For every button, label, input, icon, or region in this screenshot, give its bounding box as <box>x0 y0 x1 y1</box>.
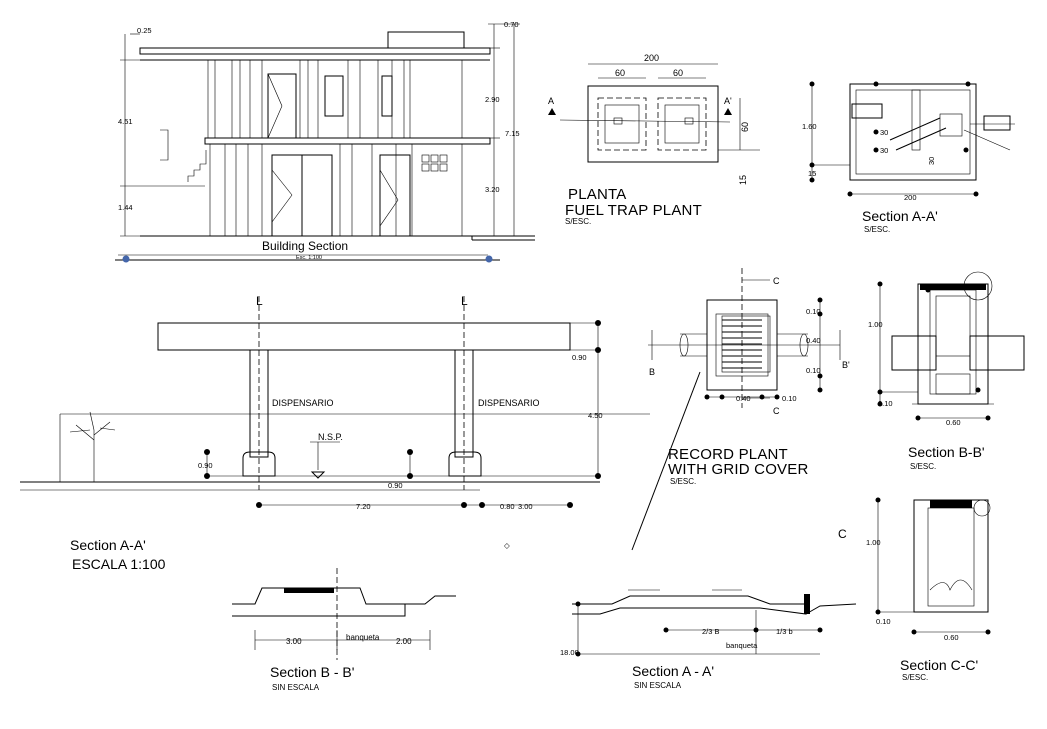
main-section: L L N.S.P. DISPENSARIO DISPENSARIO 0.90 … <box>20 294 650 572</box>
building-section-title: Building Section <box>262 239 348 253</box>
marker-c-top: C <box>773 276 780 286</box>
aa-dim-30c: 30 <box>927 157 936 165</box>
dim-top-left: 0.25 <box>137 26 152 35</box>
fuel-trap-title-2: FUEL TRAP PLANT <box>565 202 702 219</box>
aa-bottom-left: 18.00 <box>560 648 579 657</box>
marker-b-left: B <box>649 367 655 377</box>
main-section-scale: ESCALA 1:100 <box>72 556 166 572</box>
dim-r2: 7.15 <box>505 129 520 138</box>
rp-dim-d5: 0.10 <box>782 394 797 403</box>
aa-dim-low: 15 <box>808 169 816 178</box>
dim-side: 60 <box>740 122 750 132</box>
section-bb-bottom-title: Section B - B' <box>270 664 354 680</box>
dim-r1: 2.90 <box>485 95 500 104</box>
section-cc-scale: S/ESC. <box>902 673 928 682</box>
section-bb-bottom-scale: SIN ESCALA <box>272 683 320 692</box>
axis-left: L <box>256 294 263 308</box>
axis-right: L <box>461 294 468 308</box>
nsp-label: N.S.P. <box>318 432 343 442</box>
section-bb-bottom: 3.00 banqueta 2.00 Section B - B' SIN ES… <box>232 568 456 692</box>
marker-a-left: A <box>548 96 554 106</box>
record-plant-title-1: RECORD PLANT <box>668 446 788 463</box>
dispensario-right: DISPENSARIO <box>478 398 540 408</box>
dim-h2: 1.44 <box>118 203 133 212</box>
bb-dim-low: 0.10 <box>878 399 893 408</box>
cc-dim-width: 0.60 <box>944 633 959 642</box>
building-section: 0.25 4.51 1.44 0.70 2.90 7.15 3.20 Build… <box>115 20 535 263</box>
aa-dim-height: 1.60 <box>802 122 817 131</box>
fuel-trap-plan: A A' 200 60 60 60 15 PLANTA FUEL TRAP PL… <box>548 53 760 226</box>
dim-left: 60 <box>615 68 625 78</box>
section-bb-right-scale: S/ESC. <box>910 462 936 471</box>
aa-dim-30b: 30 <box>880 146 888 155</box>
bb-dim-width: 0.60 <box>946 418 961 427</box>
dim-base: 0.90 <box>198 461 213 470</box>
bb-bottom-left: 3.00 <box>286 637 302 646</box>
marker-b-right: B' <box>842 360 850 370</box>
record-plant: C C B B' 0.10 0.40 0.10 0.40 0.10 RECORD… <box>631 268 850 551</box>
dim-r3: 3.20 <box>485 185 500 194</box>
dim-r2-main: 3.00 <box>518 502 533 511</box>
marker-a-right: A' <box>724 96 732 106</box>
dim-right: 60 <box>673 68 683 78</box>
section-aa-small-title: Section A-A' <box>862 208 938 224</box>
section-cc-title: Section C-C' <box>900 657 978 673</box>
dim-canopy: 0.90 <box>572 353 587 362</box>
section-aa-small: 1.60 15 200 30 30 30 Section A-A' S/ESC. <box>802 81 1015 234</box>
rp-dim-d1: 0.10 <box>806 307 821 316</box>
dispensario-left: DISPENSARIO <box>272 398 334 408</box>
dim-top-right: 0.70 <box>504 20 519 29</box>
record-plant-title-2: WITH GRID COVER <box>668 461 809 478</box>
aa-bottom-a: 2/3 B <box>702 627 720 636</box>
aa-bottom-b: 1/3 b <box>776 627 793 636</box>
marker-c-bottom: C <box>773 406 780 416</box>
dim-r1-main: 0.80 <box>500 502 515 511</box>
dim-span: 7.20 <box>356 502 371 511</box>
cc-marker: C <box>838 527 847 541</box>
main-section-title: Section A-A' <box>70 537 146 553</box>
section-aa-bottom-scale: SIN ESCALA <box>634 681 682 690</box>
dim-total-h: 4.50 <box>588 411 603 420</box>
bb-bottom-label: banqueta <box>346 633 380 642</box>
dim-bottom: 15 <box>738 175 748 185</box>
aa-dim-30a: 30 <box>880 128 888 137</box>
rp-dim-d3: 0.10 <box>806 366 821 375</box>
fuel-trap-title-1: PLANTA <box>568 186 626 203</box>
section-aa-bottom: 18.00 2/3 B 1/3 b banqueta Section A - A… <box>560 589 857 690</box>
bb-dim-height: 1.00 <box>868 320 883 329</box>
bb-bottom-right: 2.00 <box>396 637 412 646</box>
cc-dim-height: 1.00 <box>866 538 881 547</box>
cc-dim-low: 0.10 <box>876 617 891 626</box>
aa-dim-width: 200 <box>904 193 917 202</box>
fuel-trap-scale: S/ESC. <box>565 217 591 226</box>
rp-dim-d2: 0.40 <box>806 336 821 345</box>
section-aa-bottom-title: Section A - A' <box>632 663 714 679</box>
section-bb-right-title: Section B-B' <box>908 444 985 460</box>
dim-total: 200 <box>644 53 659 63</box>
record-plant-scale: S/ESC. <box>670 477 696 486</box>
dim-mid: 0.90 <box>388 481 403 490</box>
dim-h1: 4.51 <box>118 117 133 126</box>
rp-dim-d4: 0.40 <box>736 394 751 403</box>
aa-bottom-label: banqueta <box>726 641 758 650</box>
small-mark: ◇ <box>504 541 511 550</box>
building-section-scale: Esc. 1:100 <box>296 255 322 261</box>
section-aa-small-scale: S/ESC. <box>864 225 890 234</box>
section-cc: C 1.00 0.10 0.60 Section C-C' S/ESC. <box>838 497 991 682</box>
section-bb-right: 1.00 0.10 0.60 Section B-B' S/ESC. <box>868 271 1025 471</box>
